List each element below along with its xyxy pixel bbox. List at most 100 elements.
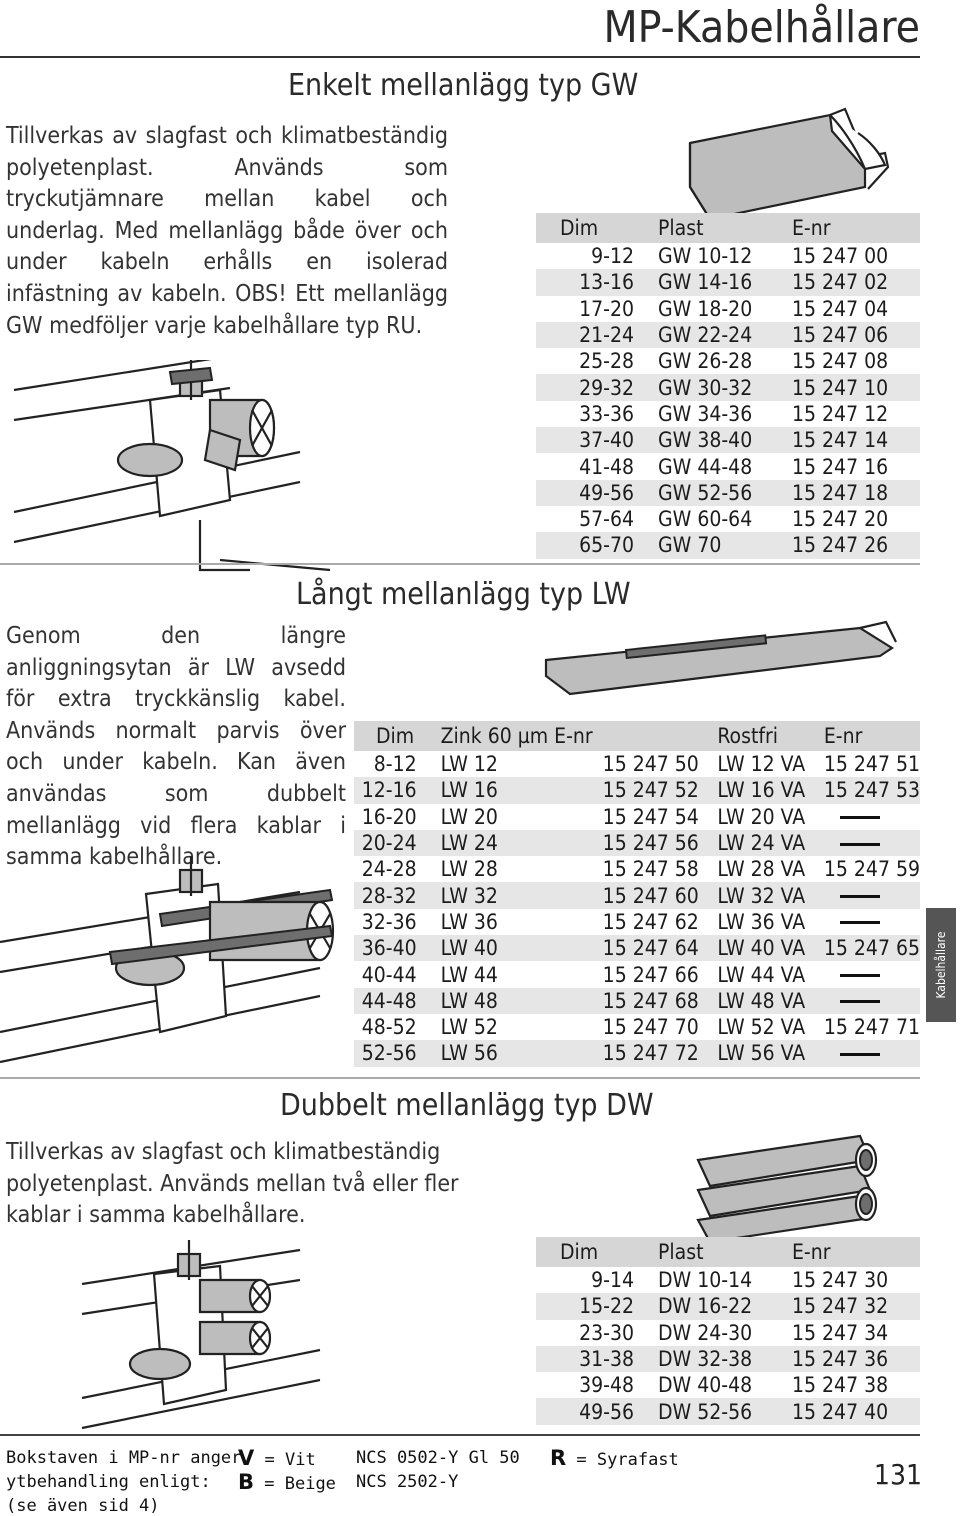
lw-cell: 15 247 72 [592,1040,708,1067]
footer-legend-r: R = Syrafast [550,1446,679,1470]
gw-cell: 57-64 [536,505,648,533]
gw-cell: 9-12 [536,243,648,270]
lw-cell: LW 12 VA [707,751,814,778]
gw-section-title: Enkelt mellanlägg typ GW [288,68,639,103]
lw-cell: 12-16 [354,777,431,804]
page-title: MP-Kabelhållare [603,2,920,53]
not-available-dash [839,1000,880,1004]
lw-cell: 15 247 71 [813,1013,920,1041]
dw-cell: 9-14 [536,1267,648,1294]
gw-cell: 15 247 10 [782,374,920,401]
gw-cell: GW 18-20 [648,295,782,322]
section-divider [0,563,920,565]
gw-cell: GW 70 [648,532,782,559]
lw-cell: 8-12 [354,751,431,778]
dw-cell: 15 247 38 [782,1372,920,1399]
gw-cell: GW 52-56 [648,479,782,506]
gw-table-header: Dim Plast E-nr [536,213,920,243]
lw-cell: LW 20 VA [707,803,814,830]
footer-line-1: Bokstaven i MP-nr anger [6,1448,242,1468]
footer-b-text: = Beige [264,1474,336,1494]
footer-r-text: = Syrafast [576,1450,679,1470]
lw-cell: LW 52 VA [707,1013,814,1041]
gw-cell: 15 247 16 [782,453,920,480]
lw-cell: 15 247 51 [813,751,920,778]
title-rule [0,56,920,58]
lw-mounting-image [0,856,335,1064]
gw-cell: 17-20 [536,295,648,322]
dw-cell: 39-48 [536,1372,648,1399]
gw-cell: 13-16 [536,269,648,296]
footer-v-text: = Vit [264,1450,316,1470]
gw-cell: 41-48 [536,453,648,480]
gw-cell: GW 44-48 [648,453,782,480]
lw-cell: LW 24 [430,829,593,857]
lw-cell: LW 12 [430,751,593,778]
lw-cell: 15 247 54 [592,803,708,830]
not-available-dash [839,921,880,925]
lw-cell: 15 247 59 [813,856,920,883]
side-tab-label: Kabelhållare [934,931,948,999]
gw-cell: GW 34-36 [648,400,782,428]
lw-product-image [544,620,897,696]
lw-cell: 40-44 [354,961,431,988]
gw-cell: 15 247 20 [782,505,920,533]
not-available-dash [839,816,880,820]
gw-cell: GW 14-16 [648,269,782,296]
lw-cell: LW 28 [430,856,593,883]
lw-cell-dash [813,908,920,936]
lw-description: Genom den längre anliggningsytan är LW a… [6,623,346,871]
dw-description: Tillverkas av slagfast och klimatbeständ… [6,1139,459,1229]
not-available-dash [839,895,880,899]
dw-cell: 15 247 32 [782,1293,920,1320]
lw-cell: 28-32 [354,882,431,909]
dw-cell: DW 16-22 [648,1293,782,1320]
footer-line-3: (se även sid 4) [6,1496,160,1516]
lw-cell: LW 48 VA [707,987,814,1014]
lw-header-rostfri-enr: E-nr [813,721,920,751]
gw-cell: 33-36 [536,400,648,428]
dw-cell: DW 32-38 [648,1345,782,1373]
dw-cell: 15 247 34 [782,1319,920,1346]
gw-cell: 15 247 18 [782,479,920,506]
dw-cell: 31-38 [536,1345,648,1373]
lw-cell: LW 56 [430,1040,593,1067]
lw-table-header: Dim Zink 60 µm E-nr Rostfri E-nr [354,721,920,751]
lw-cell: 20-24 [354,829,431,857]
lw-cell: LW 56 VA [707,1040,814,1067]
gw-cell: 21-24 [536,321,648,349]
gw-header-dim: Dim [536,213,648,243]
gw-cell: 25-28 [536,348,648,375]
footer-v-letter: V [238,1446,255,1470]
lw-cell-dash [813,987,920,1014]
lw-cell: LW 52 [430,1013,593,1041]
gw-cell: 15 247 02 [782,269,920,296]
lw-cell: LW 28 VA [707,856,814,883]
lw-cell: LW 32 [430,882,593,909]
gw-cell: 15 247 12 [782,400,920,428]
gw-cell: 15 247 14 [782,427,920,454]
lw-cell: LW 40 VA [707,935,814,962]
dw-cell: 49-56 [536,1398,648,1425]
dw-cell: 15 247 40 [782,1398,920,1425]
